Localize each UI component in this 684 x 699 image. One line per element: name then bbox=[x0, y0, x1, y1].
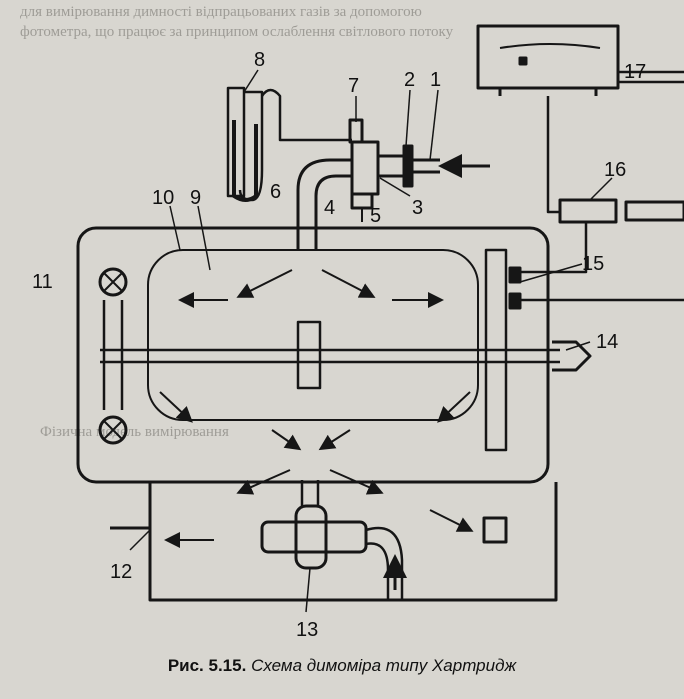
label-11: 11 bbox=[32, 271, 53, 293]
background-text-line: для вимірювання димності відпрацьованих … bbox=[20, 4, 422, 20]
flow-arrow bbox=[429, 509, 474, 532]
label-13: 13 bbox=[296, 619, 318, 641]
measuring-tube bbox=[147, 249, 479, 421]
flow-arrow bbox=[329, 469, 384, 495]
flow-arrow bbox=[271, 429, 302, 451]
indicator-meter bbox=[476, 24, 620, 90]
control-handle bbox=[552, 340, 592, 372]
label-2: 2 bbox=[404, 69, 415, 91]
label-6: 6 bbox=[270, 181, 281, 203]
label-4: 4 bbox=[324, 197, 335, 219]
lower-chamber bbox=[148, 482, 558, 602]
label-17: 17 bbox=[624, 61, 646, 83]
hartridge-smokemeter-schematic: 1 2 3 4 5 6 7 8 9 10 11 12 13 14 15 16 1… bbox=[32, 24, 684, 641]
bypass-tube bbox=[102, 300, 124, 410]
blower-pump bbox=[260, 520, 368, 554]
photocell bbox=[508, 292, 522, 310]
label-10: 10 bbox=[152, 187, 174, 209]
label-8: 8 bbox=[254, 49, 265, 71]
valve-cap bbox=[348, 118, 364, 144]
label-7: 7 bbox=[348, 75, 359, 97]
shaft-coupling bbox=[296, 320, 322, 390]
label-1: 1 bbox=[430, 69, 441, 91]
drain-outlet bbox=[482, 516, 508, 544]
figure-caption: Рис. 5.15. Схема димоміра типу Хартридж bbox=[0, 656, 684, 676]
valve-seat bbox=[402, 144, 414, 188]
label-5: 5 bbox=[370, 205, 381, 227]
caption-title: Схема димоміра типу Хартридж bbox=[251, 656, 517, 675]
flow-arrow bbox=[236, 269, 293, 298]
label-12: 12 bbox=[110, 561, 132, 583]
valve-bottom bbox=[98, 415, 128, 445]
label-16: 16 bbox=[604, 159, 626, 181]
label-14: 14 bbox=[596, 331, 618, 353]
amplifier bbox=[558, 198, 618, 224]
main-housing bbox=[76, 226, 550, 484]
flow-arrow bbox=[437, 391, 471, 423]
valve-top bbox=[98, 267, 128, 297]
manometer-tube bbox=[260, 88, 352, 142]
flow-arrow bbox=[159, 391, 193, 423]
inlet-pipe bbox=[296, 158, 352, 250]
flow-arrow bbox=[236, 469, 291, 495]
background-text-line: фотометра, що працює за принципом ослабл… bbox=[20, 24, 454, 40]
label-15: 15 bbox=[582, 253, 604, 275]
label-9: 9 bbox=[190, 187, 201, 209]
valve-foot bbox=[350, 192, 374, 210]
signal-wire bbox=[546, 96, 560, 214]
label-3: 3 bbox=[412, 197, 423, 219]
photocell bbox=[508, 266, 522, 284]
flow-arrow bbox=[318, 429, 351, 451]
caption-number: Рис. 5.15. bbox=[167, 656, 247, 675]
valve-body bbox=[350, 140, 380, 196]
flow-arrow bbox=[321, 269, 376, 298]
background-text-line: Фізична модель вимірювання bbox=[40, 424, 229, 440]
sensor-panel bbox=[484, 248, 508, 452]
